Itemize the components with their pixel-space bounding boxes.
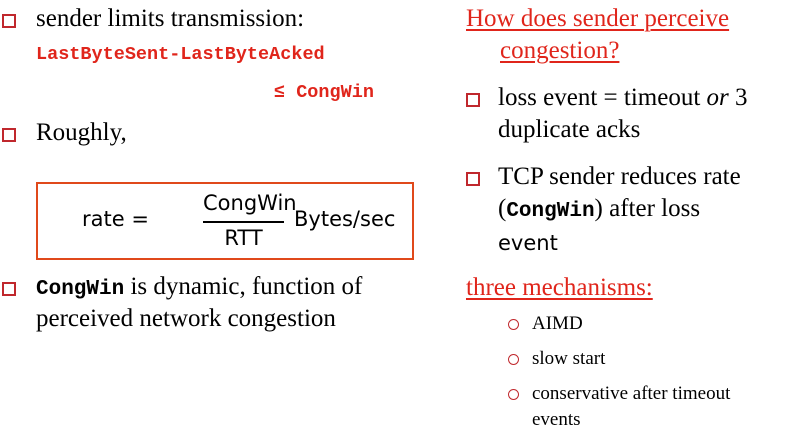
loss-event-tail: 3 [728, 84, 748, 111]
bullet-icon [2, 14, 16, 28]
bullet-icon [2, 128, 16, 142]
bullet-tcp-reduces: TCP sender reduces rate [498, 163, 741, 190]
formula-units: Bytes/sec [294, 207, 396, 231]
heading-how-perceive: How does sender perceive [466, 5, 730, 32]
heading-congestion: congestion? [500, 37, 620, 64]
bullet-icon [466, 93, 480, 107]
sub-item-slow-start: slow start [532, 348, 606, 369]
after-loss-text: ) after loss [594, 195, 701, 222]
formula-denominator: RTT [224, 226, 263, 250]
bullet-loss-event: loss event = timeout or 3 [498, 83, 748, 113]
paren-open: ( [498, 195, 507, 222]
bullet-event: event [498, 231, 558, 255]
code-last-byte-sent-acked: LastByteSent-LastByteAcked [36, 44, 325, 65]
heading-three-mechanisms: three mechanisms: [466, 274, 653, 301]
sub-item-events: events [532, 409, 581, 430]
bullet-duplicate-acks: duplicate acks [498, 116, 641, 143]
congwin-code-right: CongWin [506, 200, 595, 223]
congwin-code: CongWin [36, 278, 125, 301]
bullet-icon [2, 282, 16, 296]
sub-bullet-icon [508, 319, 519, 330]
sub-bullet-icon [508, 389, 519, 400]
bullet-congwin-after-loss: (CongWin) after loss [498, 194, 700, 227]
loss-event-text: loss event = timeout [498, 84, 707, 111]
sub-item-aimd: AIMD [532, 313, 583, 334]
bullet-perceived-congestion: perceived network congestion [36, 305, 336, 332]
rate-formula-box: rate = CongWin RTT Bytes/sec [36, 182, 414, 260]
sub-bullet-icon [508, 354, 519, 365]
code-leq-congwin: ≤ CongWin [274, 82, 374, 103]
formula-numerator: CongWin [203, 191, 297, 215]
congwin-dynamic-text: is dynamic, function of [124, 273, 363, 300]
formula-lhs: rate = [82, 207, 149, 231]
loss-event-or: or [706, 84, 729, 111]
bullet-icon [466, 172, 480, 186]
fraction-bar [203, 221, 284, 223]
bullet-sender-limits: sender limits transmission: [36, 5, 305, 32]
sub-item-conservative: conservative after timeout [532, 383, 731, 404]
bullet-roughly: Roughly, [36, 119, 127, 146]
bullet-congwin-dynamic: CongWin is dynamic, function of [36, 272, 362, 305]
